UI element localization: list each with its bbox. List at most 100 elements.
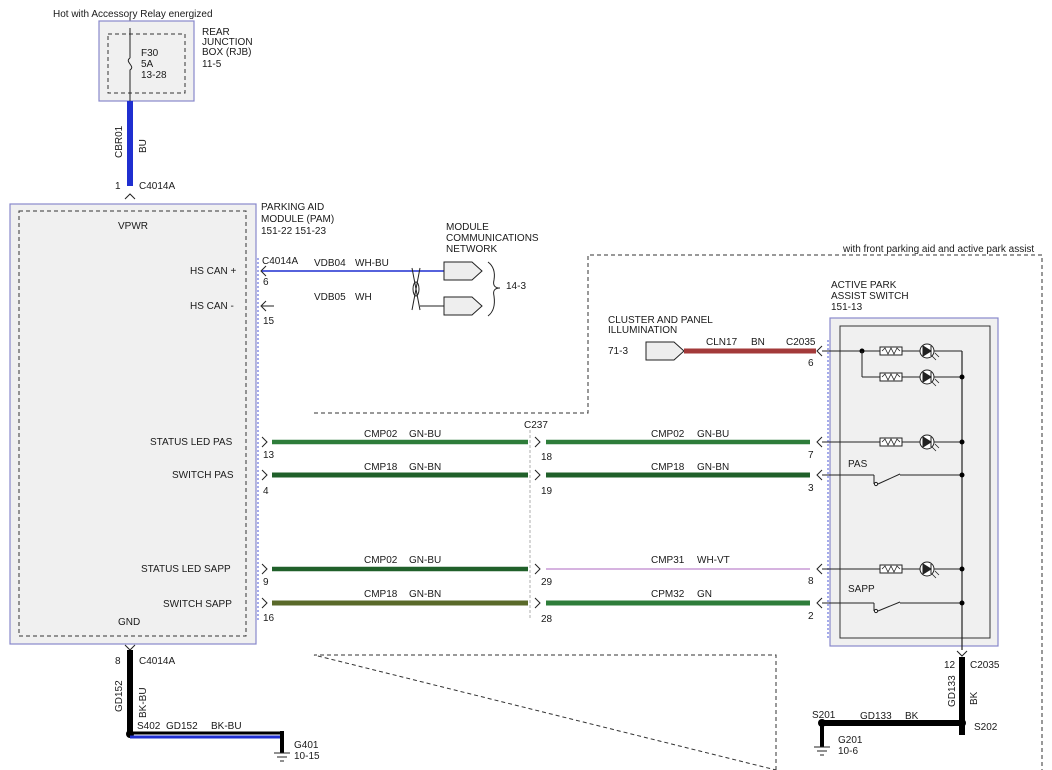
connector-c2035-top: C2035: [786, 337, 816, 348]
connector-arrow-apa-7: [816, 436, 823, 448]
wire-vdb04-color: WH-BU: [355, 258, 389, 269]
wire-cmp18-b-circuit: CMP18: [651, 462, 685, 473]
network-flag-bottom: [443, 296, 483, 316]
network-label-3: NETWORK: [446, 244, 497, 255]
splice-dot: [959, 472, 965, 478]
wire-cmp02-c-circuit: CMP02: [364, 555, 398, 566]
pin-c237-28: 28: [541, 614, 553, 625]
network-brace: [487, 261, 501, 317]
pam-label-1: PARKING AID: [261, 202, 324, 213]
connector-c4014a-top: C4014A: [139, 181, 175, 192]
pin-apa-7: 7: [808, 450, 814, 461]
pin-label-hs-can-minus: HS CAN -: [190, 301, 234, 312]
rjb-label-1: REAR: [202, 27, 230, 38]
pin-apa-12: 12: [944, 660, 956, 671]
wire-cpm32-color: GN: [697, 589, 712, 600]
cluster-label-2: ILLUMINATION: [608, 325, 677, 336]
wire-cmp18-b-color: GN-BN: [697, 462, 729, 473]
wire-vdb05-color: WH: [355, 292, 372, 303]
pin-1: 1: [115, 181, 121, 192]
pam-label-2: MODULE (PAM): [261, 214, 334, 225]
wire-cmp02-a-color: GN-BU: [409, 429, 441, 440]
splice-dot: [959, 374, 965, 380]
wire-cmp02-a-circuit: CMP02: [364, 429, 398, 440]
apa-outline: [829, 317, 999, 647]
wire-gd152-v-circuit: GD152: [114, 680, 125, 712]
pin-4: 4: [263, 486, 269, 497]
connector-arrow-apa-12: [956, 650, 968, 657]
fuse-label-rating: 5A: [141, 59, 154, 70]
wire-vdb04-circuit: VDB04: [314, 258, 346, 269]
pin-label-status-led-sapp: STATUS LED SAPP: [141, 564, 231, 575]
ground-g401-label: G401: [294, 740, 319, 751]
pin-apa-3: 3: [808, 483, 814, 494]
wire-cmp18-a-circuit: CMP18: [364, 462, 398, 473]
wire-gd133-h-color: BK: [905, 711, 919, 722]
splice-dot: [959, 566, 965, 572]
title-note: Hot with Accessory Relay energized: [53, 9, 213, 20]
rear-junction-box: F30 5A 13-28: [98, 20, 195, 102]
cluster-label-1: CLUSTER AND PANEL: [608, 315, 713, 326]
connector-arrow-c237-19: [534, 469, 541, 481]
ground-g201-label: G201: [838, 735, 863, 746]
connector-arrow-gnd: [124, 644, 136, 651]
apa-label-3: 151-13: [831, 302, 863, 313]
network-label-1: MODULE: [446, 222, 489, 233]
wire-cbr01-circuit: CBR01: [114, 125, 125, 158]
connector-arrow-can-minus: [260, 300, 267, 312]
wire-cln17-circuit: CLN17: [706, 337, 738, 348]
wire-cmp02-b-circuit: CMP02: [651, 429, 685, 440]
wire-cmp02-c-color: GN-BU: [409, 555, 441, 566]
apa-label-1: ACTIVE PARK: [831, 280, 897, 291]
pin-c237-19: 19: [541, 486, 553, 497]
pin-13: 13: [263, 450, 275, 461]
wire-gd133-h-circuit: GD133: [860, 711, 892, 722]
connector-arrow-16: [261, 597, 268, 609]
ground-g201-ref: 10-6: [838, 746, 858, 757]
pin-apa-8: 8: [808, 576, 814, 587]
connector-arrow-apa-2: [816, 597, 823, 609]
connector-c4014a-bottom: C4014A: [139, 656, 175, 667]
pin-apa-6: 6: [808, 358, 814, 369]
wire-vdb05-circuit: VDB05: [314, 292, 346, 303]
pin-apa-2: 2: [808, 611, 814, 622]
splice-s202-label: S202: [974, 722, 998, 733]
connector-c4014a-can: C4014A: [262, 256, 298, 267]
wire-cln17-color: BN: [751, 337, 765, 348]
ground-g201-icon: [814, 746, 830, 756]
twisted-pair-symbol: [411, 267, 421, 311]
wire-gd152-v-color: BK-BU: [138, 687, 149, 718]
pin-label-hs-can-plus: HS CAN +: [190, 266, 237, 277]
parking-aid-module: [9, 203, 259, 645]
ground-g401-ref: 10-15: [294, 751, 320, 762]
connector-arrow-apa-6: [816, 345, 823, 357]
connector-arrow-13: [261, 436, 268, 448]
pam-gnd: GND: [118, 617, 140, 628]
wire-cmp18-a-color: GN-BN: [409, 462, 441, 473]
fuse-symbol: [127, 28, 133, 101]
fuse-label-ref: 13-28: [141, 70, 167, 81]
rjb-label-3: BOX (RJB): [202, 47, 251, 58]
connector-c237: C237: [524, 420, 548, 431]
connector-arrow-apa-8: [816, 563, 823, 575]
connector-arrow-apa-3: [816, 469, 823, 481]
cluster-flag: [645, 341, 685, 361]
splice-s402-label: S402: [137, 721, 161, 732]
connector-arrow-c237-18: [534, 436, 541, 448]
ground-g401-icon: [274, 752, 290, 762]
network-label-2: COMMUNICATIONS: [446, 233, 539, 244]
connector-arrow-c237-29: [534, 563, 541, 575]
apa-sapp-label: SAPP: [848, 584, 875, 595]
cluster-ref: 71-3: [608, 346, 628, 357]
apa-pas-label: PAS: [848, 459, 868, 470]
wire-cmp31-circuit: CMP31: [651, 555, 685, 566]
wire-gd152-h-circuit: GD152: [166, 721, 198, 732]
network-flag-top: [443, 261, 483, 281]
wire-gd133-v-circuit: GD133: [947, 675, 958, 707]
pin-16: 16: [263, 613, 275, 624]
connector-arrow-top: [124, 193, 136, 200]
connector-c2035-bottom: C2035: [970, 660, 1000, 671]
option-region-outline: [313, 254, 1043, 770]
pin-c237-18: 18: [541, 452, 553, 463]
